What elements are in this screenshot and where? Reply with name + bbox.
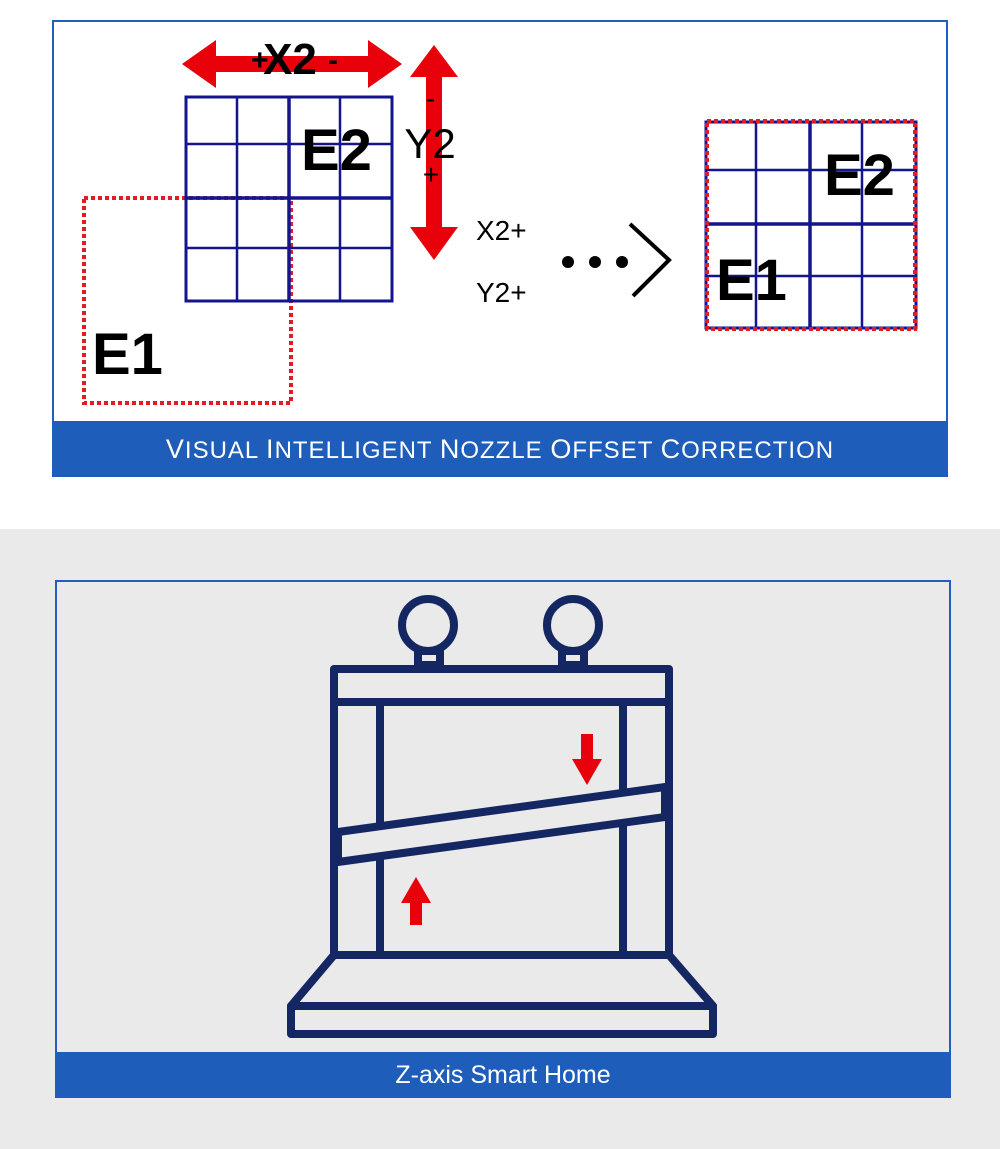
- printer-foot: [287, 1002, 717, 1038]
- top-section: + X2 - - Y2 + E1 E2 X2+ Y2+: [0, 0, 1000, 529]
- y-minus-label: -: [426, 83, 435, 114]
- spool-left: [398, 595, 458, 655]
- z-axis-caption-bar: Z-axis Smart Home: [55, 1052, 951, 1098]
- tilted-gantry: [334, 783, 669, 866]
- up-arrow-icon: [401, 877, 431, 925]
- e1-label-before: E1: [92, 322, 163, 387]
- e1-label-after: E1: [716, 248, 787, 313]
- z-axis-caption: Z-axis Smart Home: [395, 1060, 611, 1089]
- step-y-label: Y2+: [476, 277, 527, 308]
- chevron-right-icon: [628, 222, 672, 298]
- y-arrow-label: Y2: [404, 120, 455, 167]
- step-x-label: X2+: [476, 215, 527, 246]
- spool-right: [543, 595, 603, 655]
- spool-right-neck: [558, 647, 588, 669]
- x-plus-label: +: [251, 44, 269, 77]
- bottom-section: Z-axis Smart Home: [0, 529, 1000, 1149]
- e2-label-after: E2: [824, 143, 895, 208]
- e2-grid: [184, 95, 394, 303]
- printer-base: [287, 951, 717, 1010]
- down-arrow-icon: [572, 734, 602, 785]
- top-bar: [330, 665, 673, 706]
- printer-z-axis-icon: [287, 595, 717, 1038]
- x-minus-label: -: [328, 44, 338, 77]
- nozzle-offset-panel: + X2 - - Y2 + E1 E2 X2+ Y2+: [52, 20, 948, 477]
- aligned-dashed-frame: [705, 119, 917, 331]
- e2-label-before: E2: [301, 118, 372, 183]
- x-arrow-label: X2: [263, 35, 317, 84]
- x-double-arrow: [182, 40, 402, 88]
- nozzle-offset-caption-bar: VISUAL INTELLIGENT NOZZLE OFFSET CORRECT…: [52, 421, 948, 477]
- y-plus-label: +: [423, 159, 439, 190]
- spool-left-neck: [414, 647, 444, 669]
- nozzle-offset-diagram: + X2 - - Y2 + E1 E2 X2+ Y2+: [82, 35, 918, 405]
- ellipsis-icon: [562, 256, 628, 268]
- y-double-arrow: [410, 45, 458, 260]
- nozzle-offset-caption: VISUAL INTELLIGENT NOZZLE OFFSET CORRECT…: [165, 433, 835, 464]
- z-axis-panel: Z-axis Smart Home: [55, 580, 951, 1098]
